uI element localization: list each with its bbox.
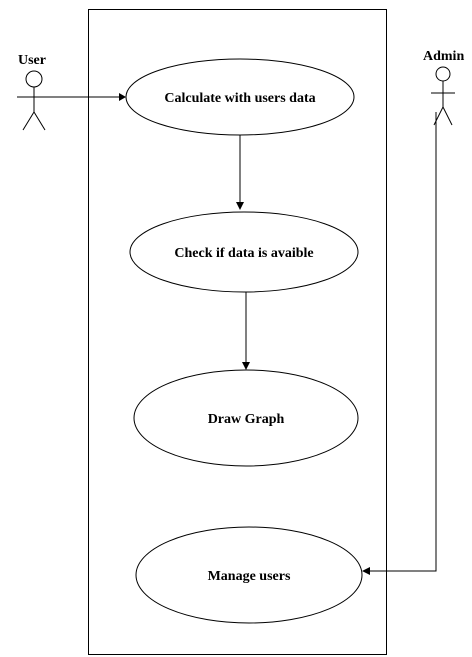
flow-calculate-check <box>236 135 244 210</box>
association-admin-manage-users <box>362 112 437 575</box>
arrowhead-icon <box>242 362 250 370</box>
usecase-check-label: Check if data is avaible <box>174 246 313 261</box>
actor-user: User <box>17 53 51 131</box>
arrowhead-icon <box>236 202 244 210</box>
stick-figure-icon <box>431 66 455 126</box>
arrowhead-icon <box>362 567 370 575</box>
actor-admin: Admin <box>423 49 464 126</box>
system-boundary <box>88 9 387 655</box>
arrowhead-icon <box>119 93 126 101</box>
usecase-calculate-label: Calculate with users data <box>164 91 315 106</box>
actor-admin-label: Admin <box>423 49 464 64</box>
usecase-manage-users-label: Manage users <box>208 569 291 584</box>
stick-figure-icon <box>17 70 51 131</box>
usecase-check: Check if data is avaible <box>129 211 359 293</box>
actor-user-label: User <box>18 53 46 68</box>
usecase-draw-graph-label: Draw Graph <box>208 412 285 427</box>
usecase-calculate: Calculate with users data <box>125 58 355 136</box>
usecase-manage-users: Manage users <box>135 526 363 624</box>
association-user-calculate <box>51 93 126 101</box>
flow-check-draw-graph <box>242 292 250 370</box>
usecase-draw-graph: Draw Graph <box>133 369 359 467</box>
